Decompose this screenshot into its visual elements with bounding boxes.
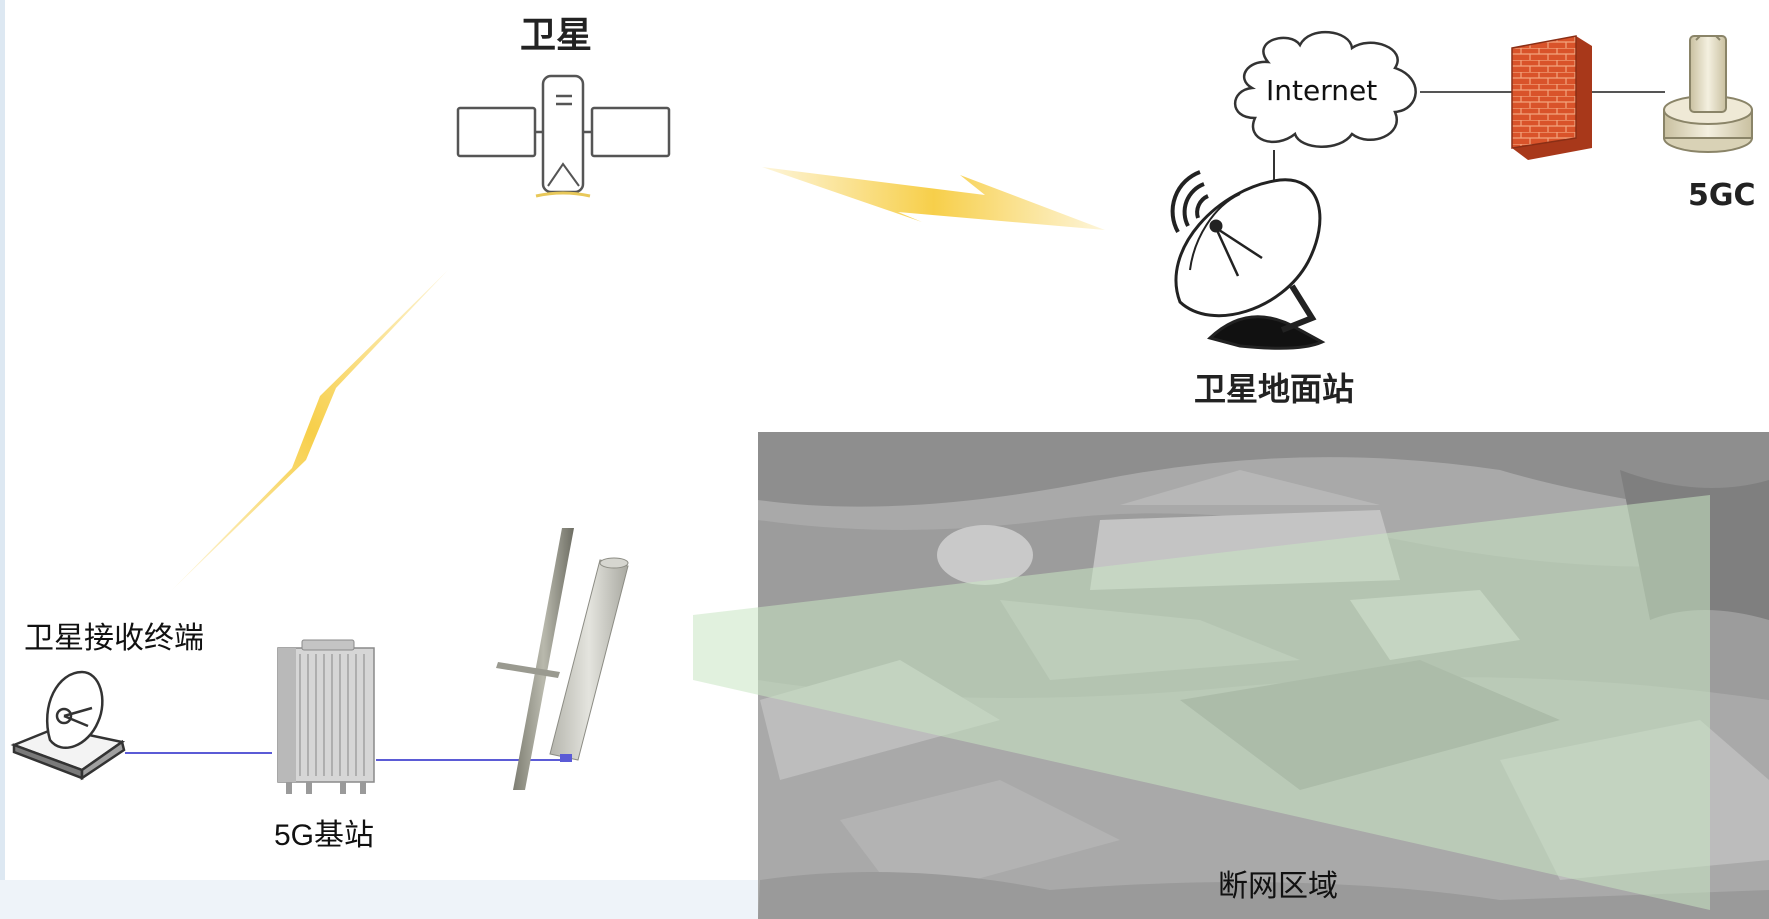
terminal-label: 卫星接收终端 bbox=[24, 622, 204, 655]
internet-label: Internet bbox=[1266, 74, 1378, 107]
firewall-icon bbox=[1511, 35, 1592, 160]
outage-area-label: 断网区域 bbox=[1218, 870, 1338, 903]
satellite-icon bbox=[456, 74, 671, 198]
bottom-band bbox=[0, 880, 760, 919]
ground-station-label: 卫星地面站 bbox=[1194, 370, 1355, 408]
panel-antenna-icon bbox=[496, 528, 629, 790]
coverage-beam bbox=[693, 495, 1710, 910]
satellite-terminal-icon bbox=[10, 670, 126, 781]
base-station-label: 5G基站 bbox=[274, 819, 375, 852]
lightning-link-space-to-ground bbox=[762, 167, 1105, 230]
left-edge-strip bbox=[0, 0, 5, 919]
satellite-dish-icon bbox=[1170, 170, 1326, 350]
lightning-link-space-to-terminal bbox=[172, 270, 448, 590]
base-station-icon bbox=[277, 639, 375, 794]
cloud-icon bbox=[1234, 30, 1417, 148]
core-network-label: 5GC bbox=[1688, 178, 1756, 213]
satellite-label: 卫星 bbox=[520, 15, 593, 56]
server-icon bbox=[1663, 35, 1753, 153]
